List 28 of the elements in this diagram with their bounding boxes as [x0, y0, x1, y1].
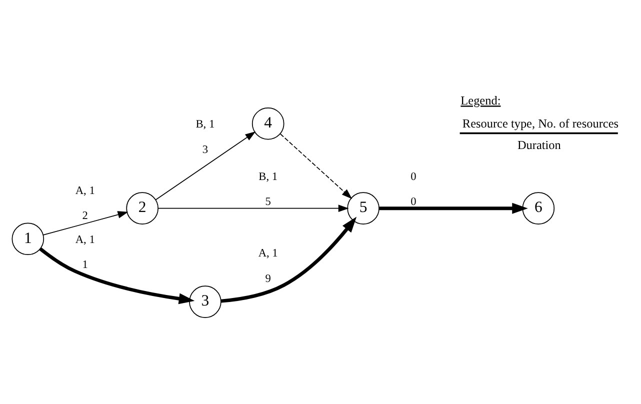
- edge-label: A, 1: [258, 248, 278, 260]
- arrow: [379, 202, 528, 214]
- edge-label: B, 1: [196, 118, 215, 130]
- node-circle: 1: [12, 222, 44, 256]
- node-circle: 5: [347, 192, 380, 224]
- node-circle: 6: [522, 192, 555, 224]
- legend-label: Resource type, No. of resources: [462, 116, 619, 130]
- edge-label: A, 1: [75, 184, 95, 197]
- node-circle: 2: [126, 192, 158, 224]
- node-circle: 4: [252, 107, 284, 140]
- edge-label: B, 1: [258, 170, 278, 183]
- arrow: [158, 204, 349, 212]
- edge-label: 0: [410, 196, 416, 208]
- arrow: [220, 216, 357, 303]
- edge-label: 1: [82, 259, 88, 272]
- arrow: [280, 134, 352, 199]
- node-circle: 3: [189, 286, 222, 318]
- legend-label: Duration: [517, 138, 561, 152]
- edge-label: 9: [265, 273, 271, 286]
- arrow: [42, 211, 128, 236]
- edge-label: 5: [265, 196, 271, 208]
- edge-label: 2: [82, 210, 88, 222]
- edge-label: 3: [202, 144, 208, 156]
- arrow: [39, 247, 195, 304]
- label: Legend:: [460, 94, 501, 108]
- arrow: [155, 131, 256, 200]
- edge-label: 0: [410, 170, 416, 183]
- edge-label: A, 1: [75, 234, 95, 246]
